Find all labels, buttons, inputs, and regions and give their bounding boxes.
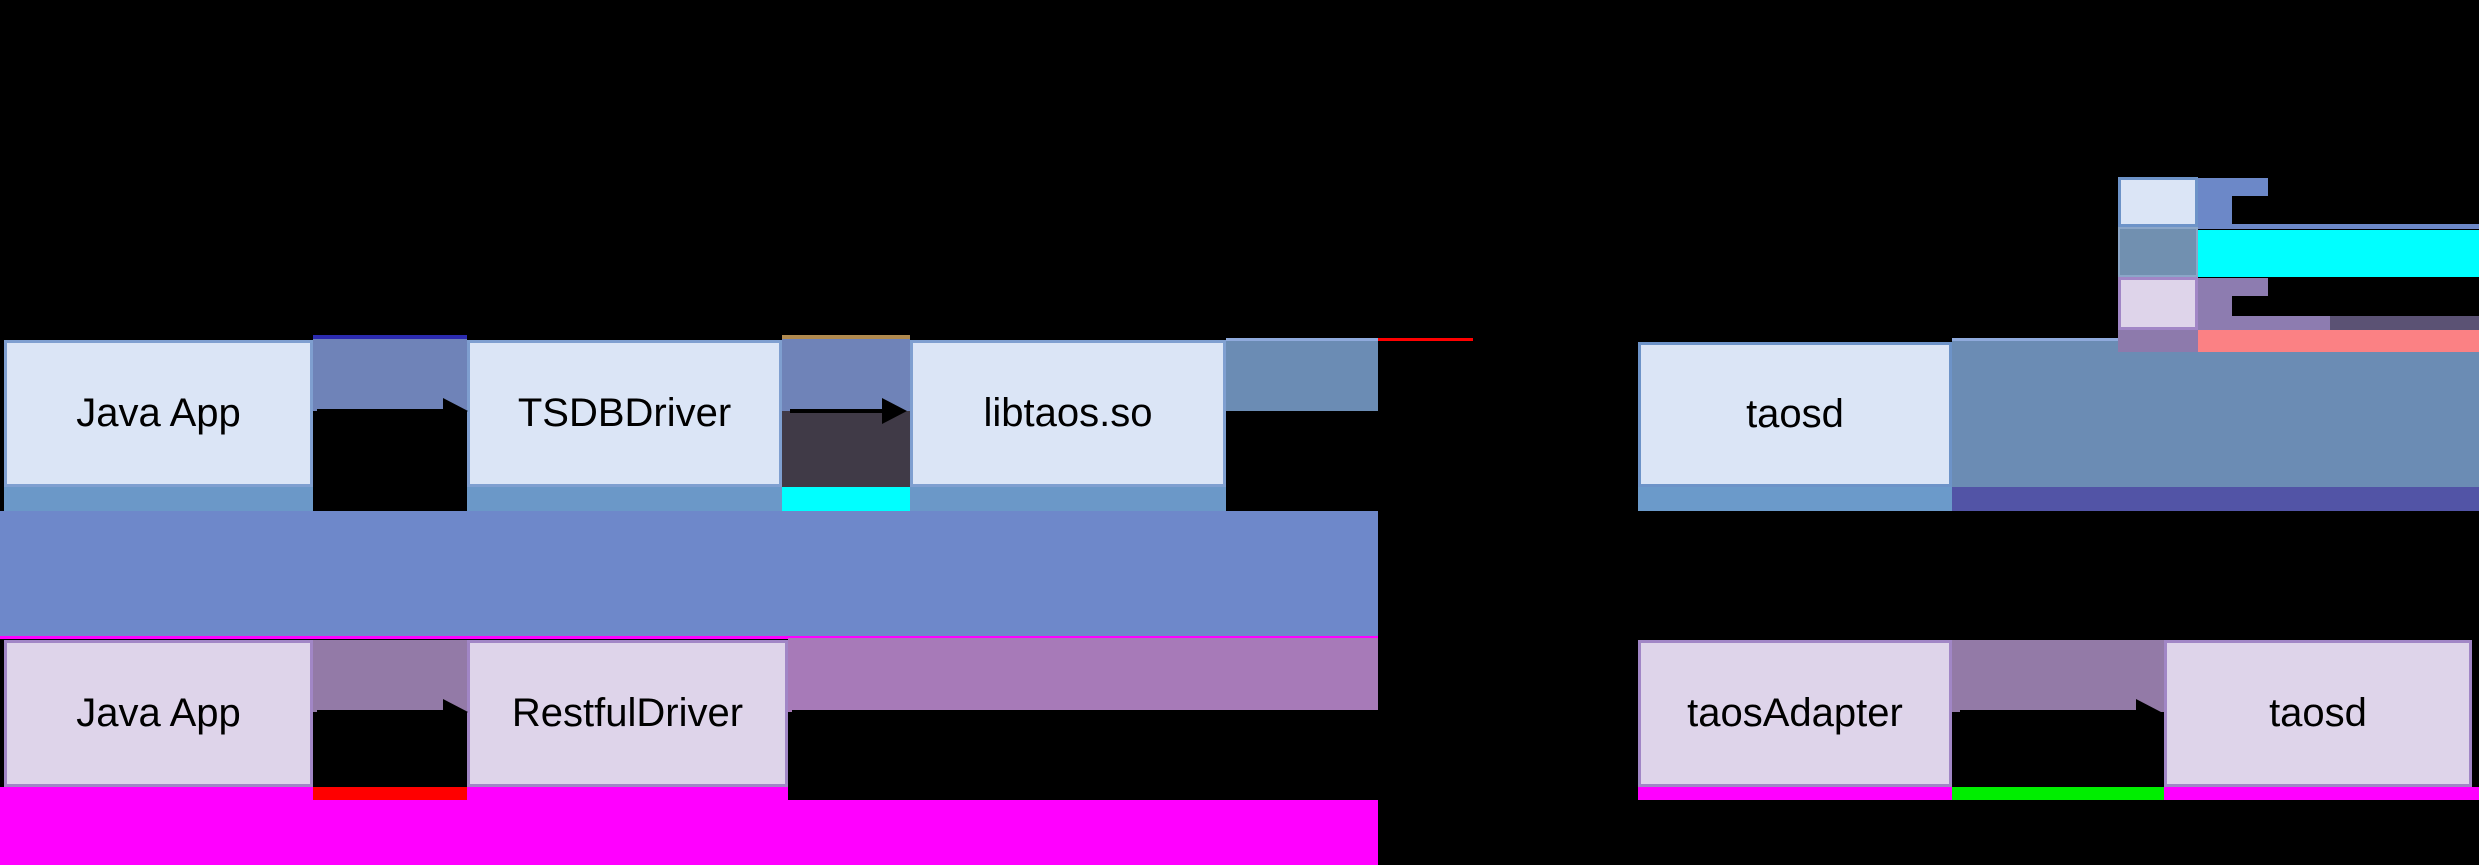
green-strip <box>1952 787 2164 800</box>
legend-row2-cyan-highlight <box>2198 230 2479 277</box>
navy-top-line-connector1 <box>313 335 467 340</box>
steel-strip-under-java-app <box>4 487 313 511</box>
tsdbdriver-label: TSDBDriver <box>517 391 732 435</box>
indigo-strip <box>1952 487 2479 511</box>
arrow-head-into-taosadapter <box>1612 699 1637 725</box>
magenta-band-right <box>788 800 1378 865</box>
magenta-band-left <box>0 787 788 865</box>
connector-java-restful <box>313 640 467 712</box>
arrow-line-adapter-to-taosd <box>1960 710 2136 714</box>
arrow-line-java-to-tsdb <box>317 409 447 413</box>
red-strip-under-connector <box>313 787 467 800</box>
arrow-line-restful-to-adapter <box>792 710 1616 714</box>
java-app-jni-box: Java App <box>4 340 313 487</box>
legend-row3-dark-sliver <box>2330 316 2479 330</box>
purple-band <box>788 638 1378 712</box>
arrow-head-adapter-to-taosd <box>2136 699 2161 725</box>
red-leader-line <box>1378 338 1473 341</box>
legend-swatch-light-blue <box>2118 177 2198 227</box>
connector-java-tsdb <box>313 339 467 411</box>
light-strip-under-taosd <box>1638 487 1952 511</box>
taosd-rest-box: taosd <box>2164 640 2472 787</box>
legend-row1-text-blob <box>2268 178 2479 224</box>
restfuldriver-label: RestfulDriver <box>511 691 744 735</box>
libtaos-box: libtaos.so <box>910 340 1226 487</box>
steel-rect-right-of-libtaos <box>1226 338 1378 411</box>
steel-rect-taosd-cluster <box>1952 338 2479 487</box>
tan-top-line-connector2 <box>782 335 910 340</box>
steel-strip-under-tsdbdriver <box>467 487 782 511</box>
legend-row4-salmon-highlight <box>2198 330 2479 352</box>
legend-row3-text-blob-2 <box>2232 296 2268 316</box>
connector-adapter-taosd <box>1952 640 2164 712</box>
legend-row1-text-blob-2 <box>2232 196 2268 224</box>
arrow-head-java-to-restful <box>443 699 468 725</box>
blue-band <box>0 511 1378 637</box>
tsdbdriver-box: TSDBDriver <box>467 340 782 487</box>
arrow-line-java-to-restful <box>317 710 447 714</box>
java-app-rest-box: Java App <box>4 640 313 787</box>
java-app-rest-label: Java App <box>76 691 241 735</box>
steel-strip-under-libtaos <box>910 487 1226 511</box>
arrow-head-java-to-tsdb <box>443 398 468 424</box>
libtaos-label: libtaos.so <box>983 391 1153 435</box>
arrow-line-tsdb-to-libtaos <box>790 409 882 413</box>
taosd-jni-box: taosd <box>1638 342 1952 487</box>
magenta-divider-line <box>0 636 1378 639</box>
arrow-head-into-taosd-jni <box>1612 398 1637 424</box>
taosadapter-box: taosAdapter <box>1638 640 1952 787</box>
taosd-rest-label: taosd <box>2269 691 2367 735</box>
legend-swatch-steel-blue <box>2118 227 2198 277</box>
arrow-head-tsdb-to-libtaos <box>882 398 907 424</box>
magenta-strip-under-taosadapter <box>1638 787 1952 800</box>
taosadapter-label: taosAdapter <box>1687 691 1903 735</box>
legend-purple-block <box>2118 330 2198 352</box>
cyan-strip <box>782 487 910 511</box>
java-app-jni-label: Java App <box>76 391 241 435</box>
taosd-jni-label: taosd <box>1746 392 1844 436</box>
legend-swatch-lavender <box>2118 277 2198 330</box>
legend-row3-text-blob <box>2268 278 2479 316</box>
restfuldriver-box: RestfulDriver <box>467 640 788 787</box>
magenta-strip-under-taosd-rest <box>2164 787 2479 800</box>
